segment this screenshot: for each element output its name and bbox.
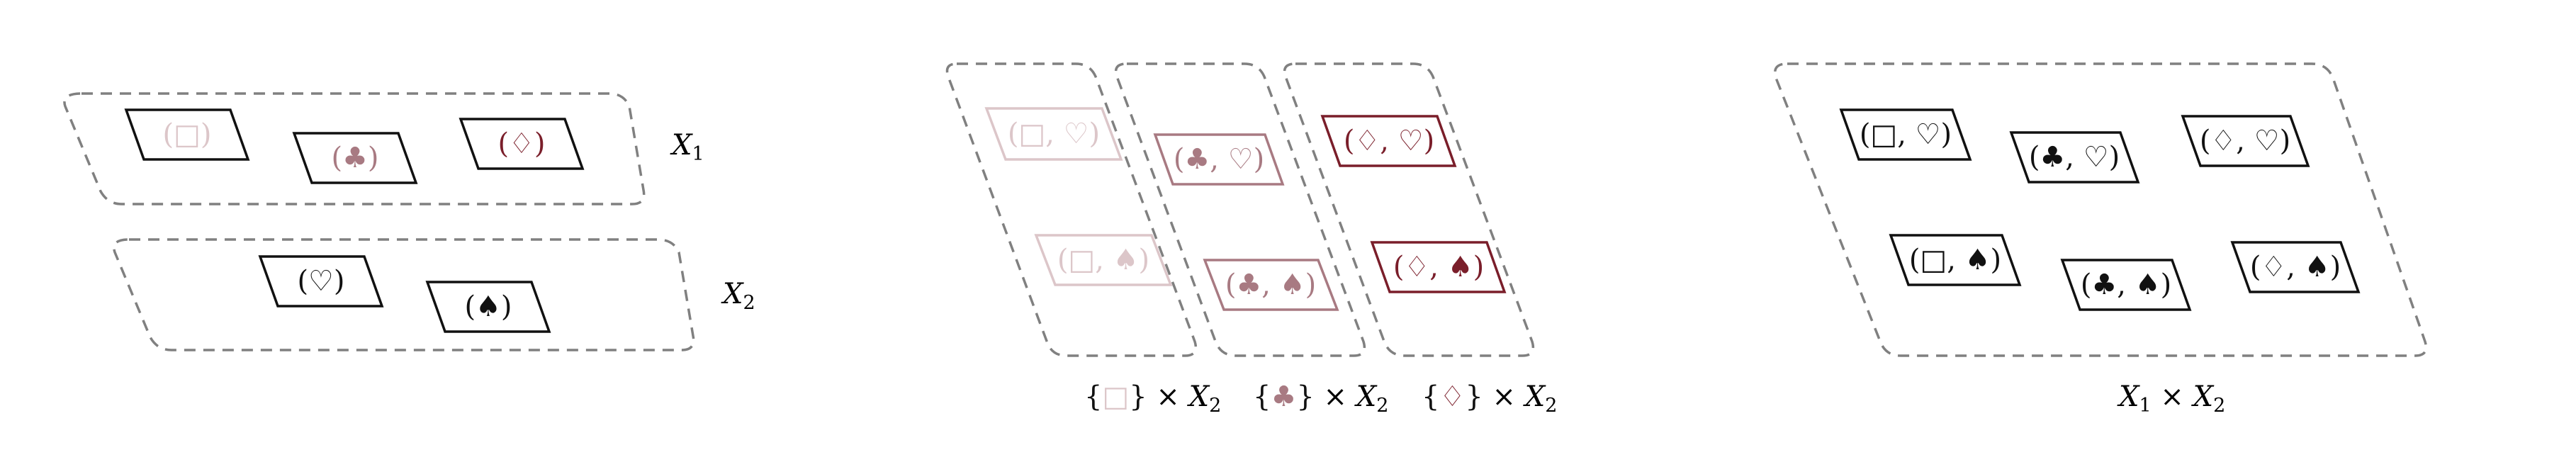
panel-right: (□, ♡) (♣, ♡) (♢, ♡) (□, ♠) (♣, ♠) (♢, ♠… xyxy=(1774,62,2428,417)
product-square-heart: (□, ♡) xyxy=(1839,108,1972,161)
product-diamond-heart-label: (♢, ♡) xyxy=(2200,125,2290,157)
panel-left: (□) (♣) (♢) (♡) (♠) X1 X2 xyxy=(63,92,755,351)
pair-square-heart-label: (□, ♡) xyxy=(1008,118,1100,150)
pair-diamond-heart-label: (♢, ♡) xyxy=(1344,125,1434,157)
set-x2-boundary xyxy=(113,238,695,351)
caption-club-times-x2: {♣} × X2 xyxy=(1253,381,1388,417)
pair-club-heart-label: (♣, ♡) xyxy=(1174,143,1264,176)
product-club-spade: (♣, ♠) xyxy=(2060,259,2192,311)
column-diamond-boundary xyxy=(1283,62,1535,357)
product-set-boundary xyxy=(1774,62,2428,357)
pair-square-spade: (□, ♠) xyxy=(1034,234,1173,286)
product-square-heart-label: (□, ♡) xyxy=(1860,118,1952,151)
element-spade-label: (♠) xyxy=(464,291,512,323)
product-diamond-spade: (♢, ♠) xyxy=(2230,241,2361,293)
pair-diamond-heart: (♢, ♡) xyxy=(1320,115,1457,167)
element-heart: (♡) xyxy=(258,255,384,308)
product-club-heart: (♣, ♡) xyxy=(2009,131,2140,184)
pair-square-heart: (□, ♡) xyxy=(984,107,1123,161)
caption-diamond-times-x2: {♢} × X2 xyxy=(1422,381,1557,417)
element-club-label: (♣) xyxy=(331,142,378,174)
caption-x1: X1 xyxy=(670,129,704,165)
caption-x2: X2 xyxy=(721,278,755,314)
product-square-spade-label: (□, ♠) xyxy=(1909,244,2001,276)
caption-x1-times-x2: X1 × X2 xyxy=(2117,381,2225,417)
pair-diamond-spade-label: (♢, ♠) xyxy=(1393,251,1484,283)
pair-diamond-spade: (♢, ♠) xyxy=(1370,241,1507,293)
element-spade: (♠) xyxy=(425,281,551,333)
element-club: (♣) xyxy=(292,132,418,184)
column-club-boundary xyxy=(1114,62,1366,357)
panel-middle: (□, ♡) (□, ♠) (♣, ♡) (♣, ♠) (♢, ♡) (♢, ♠… xyxy=(945,62,1557,417)
pair-club-heart: (♣, ♡) xyxy=(1153,133,1285,186)
element-diamond-label: (♢) xyxy=(497,128,545,160)
pair-square-spade-label: (□, ♠) xyxy=(1057,244,1149,276)
element-diamond: (♢) xyxy=(459,118,585,170)
element-heart-label: (♡) xyxy=(297,265,344,298)
set-x1-boundary xyxy=(63,92,646,205)
column-square-boundary xyxy=(945,62,1198,357)
caption-square-times-x2: {□} × X2 xyxy=(1084,381,1221,417)
product-diamond-spade-label: (♢, ♠) xyxy=(2250,251,2341,283)
product-diamond-heart: (♢, ♡) xyxy=(2181,115,2310,167)
pair-club-spade-label: (♣, ♠) xyxy=(1225,269,1316,301)
element-square: (□) xyxy=(124,108,250,161)
pair-club-spade: (♣, ♠) xyxy=(1203,259,1339,311)
product-club-heart-label: (♣, ♡) xyxy=(2029,141,2120,174)
product-club-spade-label: (♣, ♠) xyxy=(2081,269,2171,301)
product-square-spade: (□, ♠) xyxy=(1889,234,2022,286)
element-square-label: (□) xyxy=(162,118,211,151)
